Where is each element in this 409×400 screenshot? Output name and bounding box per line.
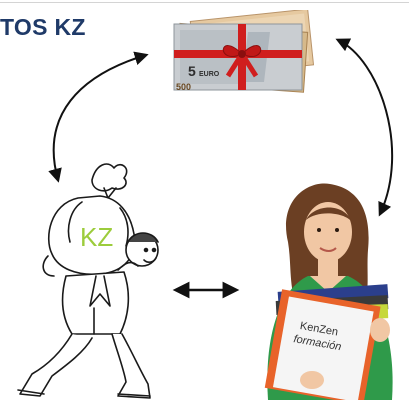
page-title: TOS KZ [0, 14, 86, 40]
student-with-folder-photo: KenZen formación [248, 180, 409, 400]
money-gift-image: 5 EURO 500 [168, 10, 320, 98]
back-note-value: 500 [176, 82, 191, 92]
note-currency: EURO [199, 71, 220, 78]
bag-label: KZ [80, 222, 113, 252]
arrow-money-carrier [48, 51, 149, 183]
top-divider [0, 2, 409, 3]
arrow-money-student [335, 38, 394, 217]
man-carrying-bag-illustration: KZ [0, 158, 176, 400]
note-denomination: 5 [188, 63, 196, 79]
